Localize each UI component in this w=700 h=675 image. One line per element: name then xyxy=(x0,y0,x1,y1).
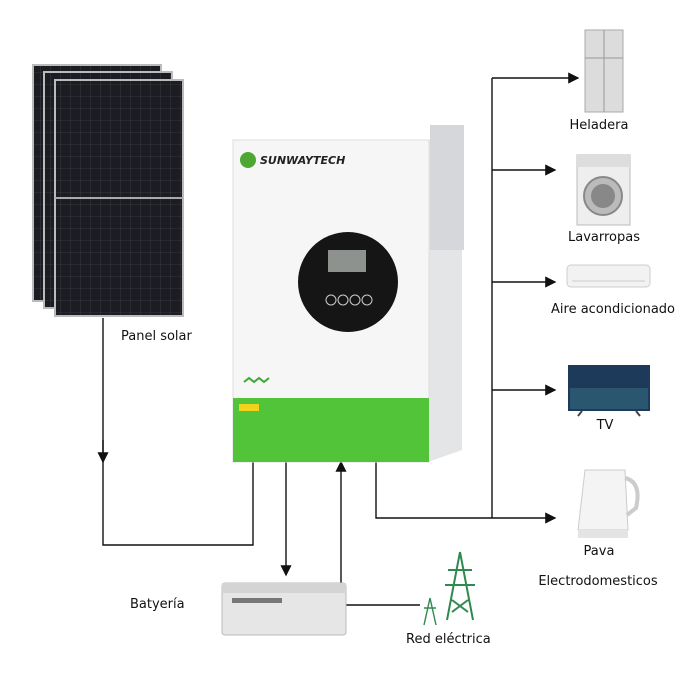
label-fridge: Heladera xyxy=(570,118,629,133)
hybrid-inverter: SUNWAYTECH xyxy=(232,125,464,463)
tv-icon xyxy=(568,365,650,417)
grid-wire xyxy=(335,460,420,606)
solar-panels xyxy=(32,64,184,317)
brand-logo-icon xyxy=(240,152,256,168)
display-panel xyxy=(298,232,398,332)
label-panel-solar: Panel solar xyxy=(121,329,193,344)
inverter-green-band xyxy=(233,398,429,462)
power-tower-icon xyxy=(423,551,475,626)
load-wire xyxy=(375,462,557,524)
fridge-icon xyxy=(584,29,624,113)
label-washer: Lavarropas xyxy=(568,230,640,245)
label-battery: Batyería xyxy=(130,597,185,612)
battery xyxy=(221,582,347,636)
label-appliances: Electrodomesticos xyxy=(538,574,658,589)
label-grid: Red eléctrica xyxy=(406,632,491,647)
label-tv: TV xyxy=(596,418,614,433)
wiring xyxy=(97,72,580,606)
panel-wire xyxy=(102,318,254,546)
kettle-icon xyxy=(577,469,640,538)
washing-machine-icon xyxy=(576,154,631,226)
brand-name: SUNWAYTECH xyxy=(260,154,345,167)
label-kettle: Pava xyxy=(584,544,615,559)
label-ac: Aire acondicionado xyxy=(551,302,675,317)
air-conditioner-icon xyxy=(566,264,651,288)
